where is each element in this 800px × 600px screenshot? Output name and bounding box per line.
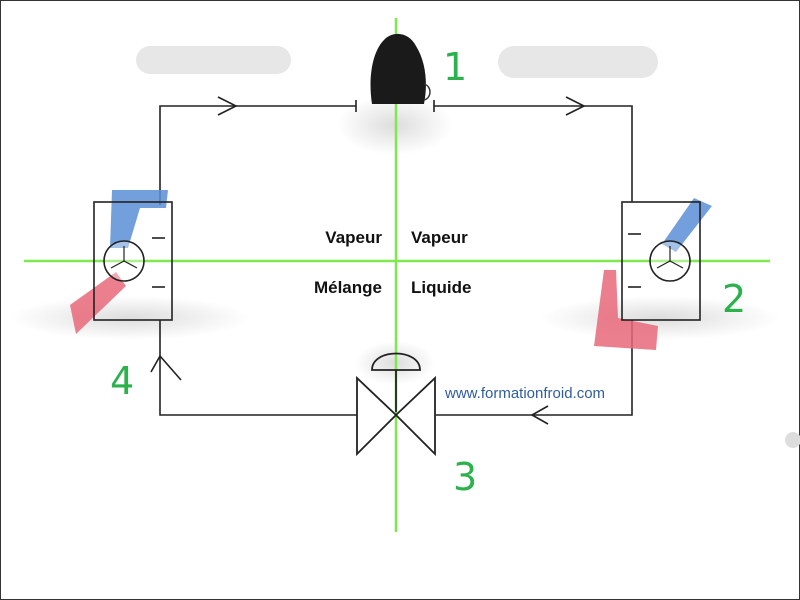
hot-flow-arrow bbox=[70, 272, 126, 334]
fan-blades bbox=[110, 246, 138, 269]
quadrant-label-top-left: Vapeur bbox=[325, 228, 382, 247]
pipe-compressor-to-condenser bbox=[434, 105, 633, 202]
quadrant-label-top-right: Vapeur bbox=[411, 228, 468, 247]
valve-number: 3 bbox=[453, 455, 477, 499]
quadrant-label-bottom-right: Liquide bbox=[411, 278, 471, 297]
hot-flow-arrow bbox=[594, 270, 658, 350]
condenser-number: 2 bbox=[722, 277, 746, 321]
valve-bulb bbox=[371, 352, 421, 371]
circuit-pipes bbox=[159, 100, 633, 416]
evaporator-box bbox=[93, 201, 173, 321]
flow-arrow-right bbox=[217, 96, 238, 116]
compressor-outlet bbox=[423, 83, 431, 101]
flow-arrows bbox=[150, 96, 586, 425]
compressor bbox=[370, 33, 431, 105]
flow-arrow-left bbox=[530, 405, 549, 425]
condenser-box bbox=[621, 201, 701, 321]
pipe-evaporator-to-compressor bbox=[159, 105, 356, 205]
pipe-condenser-to-valve bbox=[436, 320, 633, 416]
evaporator-number: 4 bbox=[110, 359, 134, 403]
shadow-blob bbox=[785, 432, 800, 448]
website-credit: www.formationfroid.com bbox=[444, 385, 605, 402]
flow-arrow-up bbox=[150, 354, 182, 381]
condenser bbox=[594, 198, 712, 350]
expansion-valve bbox=[356, 352, 436, 457]
compressor-body bbox=[370, 33, 426, 105]
compressor-number: 1 bbox=[443, 45, 467, 89]
fan-blades bbox=[656, 246, 684, 269]
quadrant-label-bottom-left: Mélange bbox=[314, 278, 382, 297]
evaporator bbox=[70, 190, 173, 334]
valve-right-triangle bbox=[394, 375, 436, 457]
valve-left-triangle bbox=[356, 375, 398, 457]
flow-arrow-right bbox=[565, 96, 586, 116]
shadow-blob bbox=[136, 46, 291, 74]
shadow-blob bbox=[498, 46, 658, 78]
pipe-valve-to-evaporator bbox=[159, 320, 357, 416]
shadow-blob bbox=[10, 296, 250, 340]
cold-flow-arrow bbox=[110, 190, 168, 248]
